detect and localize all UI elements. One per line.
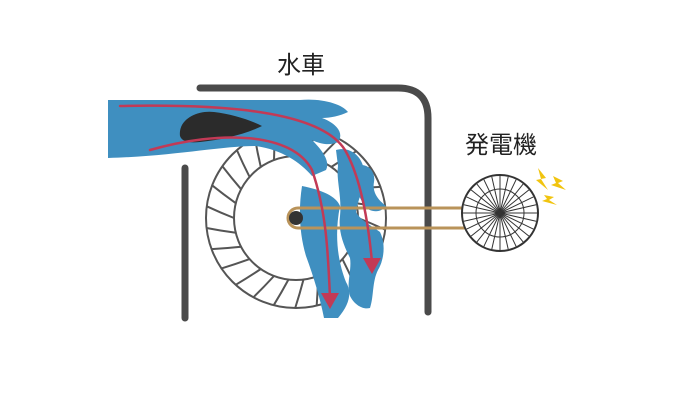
generator-hub xyxy=(497,210,503,216)
wheel-axle xyxy=(289,211,303,225)
flow-arrowhead-lower xyxy=(321,293,339,309)
housing-top-and-right-wall xyxy=(196,84,432,316)
wheel-blade xyxy=(206,227,236,234)
flow-arrows xyxy=(118,104,374,300)
wheel-blade xyxy=(211,245,242,251)
generator-spoke xyxy=(476,212,501,243)
generator-spoke xyxy=(470,189,501,214)
generator-spoke xyxy=(499,212,537,222)
generator-spoke xyxy=(491,176,501,214)
flow-arrowheads xyxy=(321,258,381,309)
wheel-blade xyxy=(235,149,251,178)
generator-spoke xyxy=(466,196,501,214)
wheel-blade xyxy=(221,165,242,190)
generator-spoke xyxy=(499,212,530,237)
generator-spoke xyxy=(470,212,501,237)
generator-spoke xyxy=(499,196,534,214)
wheel-blade xyxy=(211,184,237,205)
flow-arrow-upper xyxy=(118,104,374,264)
generator-spoke xyxy=(499,212,517,247)
generator xyxy=(461,174,539,252)
water-falling-stream-left xyxy=(299,186,350,318)
wheel-blade xyxy=(252,275,275,299)
generator-spoke xyxy=(483,179,501,214)
generator-spoke xyxy=(499,204,537,214)
generator-spoke xyxy=(463,212,501,222)
wheel-blade xyxy=(235,268,262,286)
generator-spoke xyxy=(476,183,501,214)
guide-vane xyxy=(179,111,262,143)
generator-spoke xyxy=(463,204,501,214)
generator-spoke xyxy=(499,212,524,243)
generator-spoke xyxy=(499,179,517,214)
generator-spoke xyxy=(499,183,524,214)
generator-spoke xyxy=(499,176,509,214)
wheel-blade xyxy=(294,279,305,309)
wheel-blade xyxy=(272,279,290,306)
flow-arrowhead-upper xyxy=(363,258,381,274)
wheel-blade xyxy=(221,258,250,270)
wheel-blade xyxy=(206,205,235,219)
generator-spokes xyxy=(463,176,537,250)
housing xyxy=(181,84,432,322)
generator-label: 発電機 xyxy=(465,131,537,159)
generator-spoke xyxy=(499,189,530,214)
lightning-spark-icon xyxy=(536,168,566,205)
generator-spoke xyxy=(491,212,501,250)
generator-spoke xyxy=(483,212,501,247)
generator-spoke xyxy=(466,212,501,230)
flow-arrow-lower xyxy=(148,136,332,300)
water-wheel-label: 水車 xyxy=(277,51,325,79)
generator-spoke xyxy=(499,212,509,250)
generator-spoke xyxy=(499,212,534,230)
